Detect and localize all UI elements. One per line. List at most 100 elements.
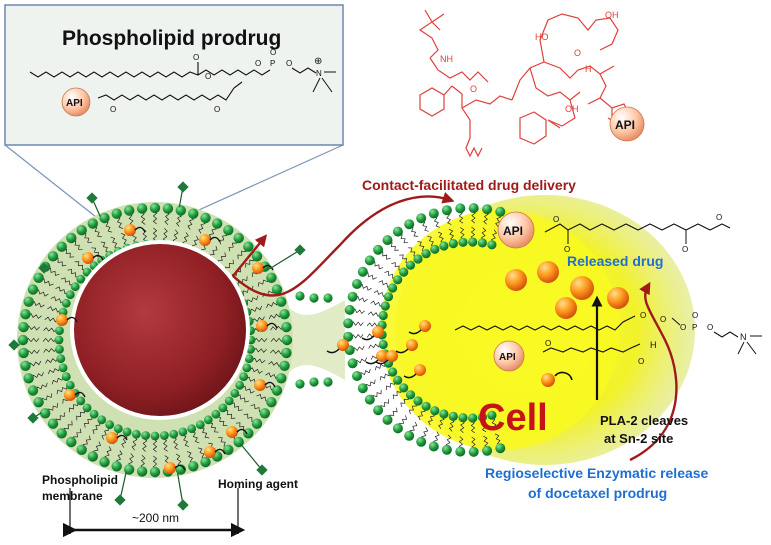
svg-text:O: O (214, 105, 220, 114)
svg-text:O: O (680, 323, 686, 332)
svg-text:P: P (270, 59, 275, 68)
homing-agent-label: Homing agent (218, 477, 298, 491)
cell-headgroup (439, 241, 449, 251)
cell-headgroup (405, 260, 416, 270)
cell-headgroup (441, 205, 452, 216)
cell-core (380, 210, 620, 450)
homing-agent-icon (177, 181, 189, 193)
neck-headgroup (323, 377, 333, 387)
lipid-headgroup (223, 444, 234, 455)
cell-headgroup (393, 275, 403, 285)
lipid-headgroup (271, 284, 283, 295)
lipid-headgroup (20, 309, 31, 320)
homing-stalk (240, 443, 263, 471)
inset-charge: ⊕ (314, 56, 322, 67)
cell-headgroup (413, 254, 423, 264)
membrane-drug-sphere (56, 314, 68, 326)
lipid-headgroup (281, 321, 292, 333)
svg-text:O: O (286, 59, 292, 68)
cell-headgroup (382, 414, 393, 425)
lipid-headgroup (235, 380, 245, 390)
homing-agent-icon (38, 262, 50, 274)
cell-prodrug-upper: O O O O API (497, 211, 731, 254)
svg-text:O: O (470, 84, 477, 94)
lipid-headgroup (17, 334, 29, 346)
inset-api-label: API (66, 98, 83, 109)
cell-headgroup (413, 396, 423, 406)
lipid-headgroup (40, 408, 51, 419)
lipid-headgroup (89, 409, 99, 419)
lipid-headgroup (243, 428, 254, 439)
transfer-drug-sphere (386, 350, 398, 362)
lipid-headgroup (243, 241, 254, 252)
lipid-headgroup (281, 347, 292, 359)
cell-headgroup (373, 244, 384, 255)
lipid-headgroup (66, 232, 77, 244)
drug-linker (395, 348, 409, 354)
lipid-headgroup (23, 296, 34, 307)
homing-agent-icon (114, 494, 126, 506)
lipid-headgroup (56, 241, 67, 252)
cell-headgroup (439, 409, 449, 419)
svg-text:P: P (692, 323, 697, 332)
drug-linker (209, 236, 221, 243)
cell-headgroup (357, 266, 368, 277)
cell-headgroup (477, 412, 487, 422)
cell-headgroup (448, 411, 458, 421)
lipid-headgroup (212, 218, 223, 229)
svg-text:HO: HO (535, 32, 549, 42)
cell-headgroup (393, 375, 403, 385)
drug-linker (408, 329, 422, 335)
lipid-headgroup (111, 208, 122, 219)
homing-agent-icon (256, 464, 268, 476)
lipid-headgroup (160, 431, 169, 440)
cell-headgroup (416, 213, 427, 224)
lipid-headgroup (169, 429, 179, 439)
regioselective-label-line2: of docetaxel prodrug (528, 485, 667, 501)
lipid-headgroup (141, 431, 151, 440)
membrane-drug-sphere (164, 462, 176, 474)
svg-text:O: O (692, 311, 698, 320)
cell-api-sphere (497, 211, 535, 249)
lipid-headgroup (82, 267, 92, 277)
svg-text:OH: OH (605, 10, 619, 20)
regioselective-label-line1: Regioselective Enzymatic release (485, 465, 709, 481)
lipid-headgroup (175, 205, 186, 216)
cell-headgroup (477, 238, 487, 248)
lipid-headgroup (47, 251, 59, 262)
lipid-headgroup (55, 326, 64, 335)
lipid-headgroup (136, 466, 148, 477)
release-curve-arrow (629, 281, 678, 462)
cell-headgroup (364, 394, 375, 405)
drug-linker (403, 373, 417, 379)
inset-n: N (316, 69, 322, 78)
lipid-headgroup (124, 205, 135, 216)
cell-headgroup (382, 235, 393, 246)
lipid-headgroup (162, 203, 174, 214)
lipid-headgroup (122, 427, 132, 437)
lipid-headgroup (244, 354, 254, 364)
svg-text:O: O (270, 48, 276, 57)
transfer-drug-sphere (337, 339, 349, 351)
membrane-drug-sphere (254, 379, 266, 391)
lipid-headgroup (76, 225, 87, 236)
cell-headgroup (392, 226, 403, 237)
drug-linker (66, 316, 78, 323)
cell-headgroup (343, 318, 354, 329)
lipid-headgroup (224, 396, 234, 406)
lower-small-drug-sphere (541, 373, 555, 387)
membrane-label-line1: Phospholipid (42, 473, 118, 487)
cell-headgroup (405, 390, 416, 400)
drug-linker (74, 391, 86, 398)
lipid-headgroup (99, 212, 110, 224)
lipid-headgroup (70, 282, 80, 292)
lipid-headgroup (239, 372, 249, 382)
cell-headgroup (428, 208, 439, 219)
drug-linker (375, 359, 389, 365)
lipid-headgroup (200, 212, 211, 224)
transfer-drug-sphere (372, 326, 384, 338)
membrane-drug-sphere (64, 389, 76, 401)
cell-headgroup (404, 219, 415, 230)
lipid-headgroup (242, 363, 252, 373)
lipid-headgroup (211, 409, 221, 419)
